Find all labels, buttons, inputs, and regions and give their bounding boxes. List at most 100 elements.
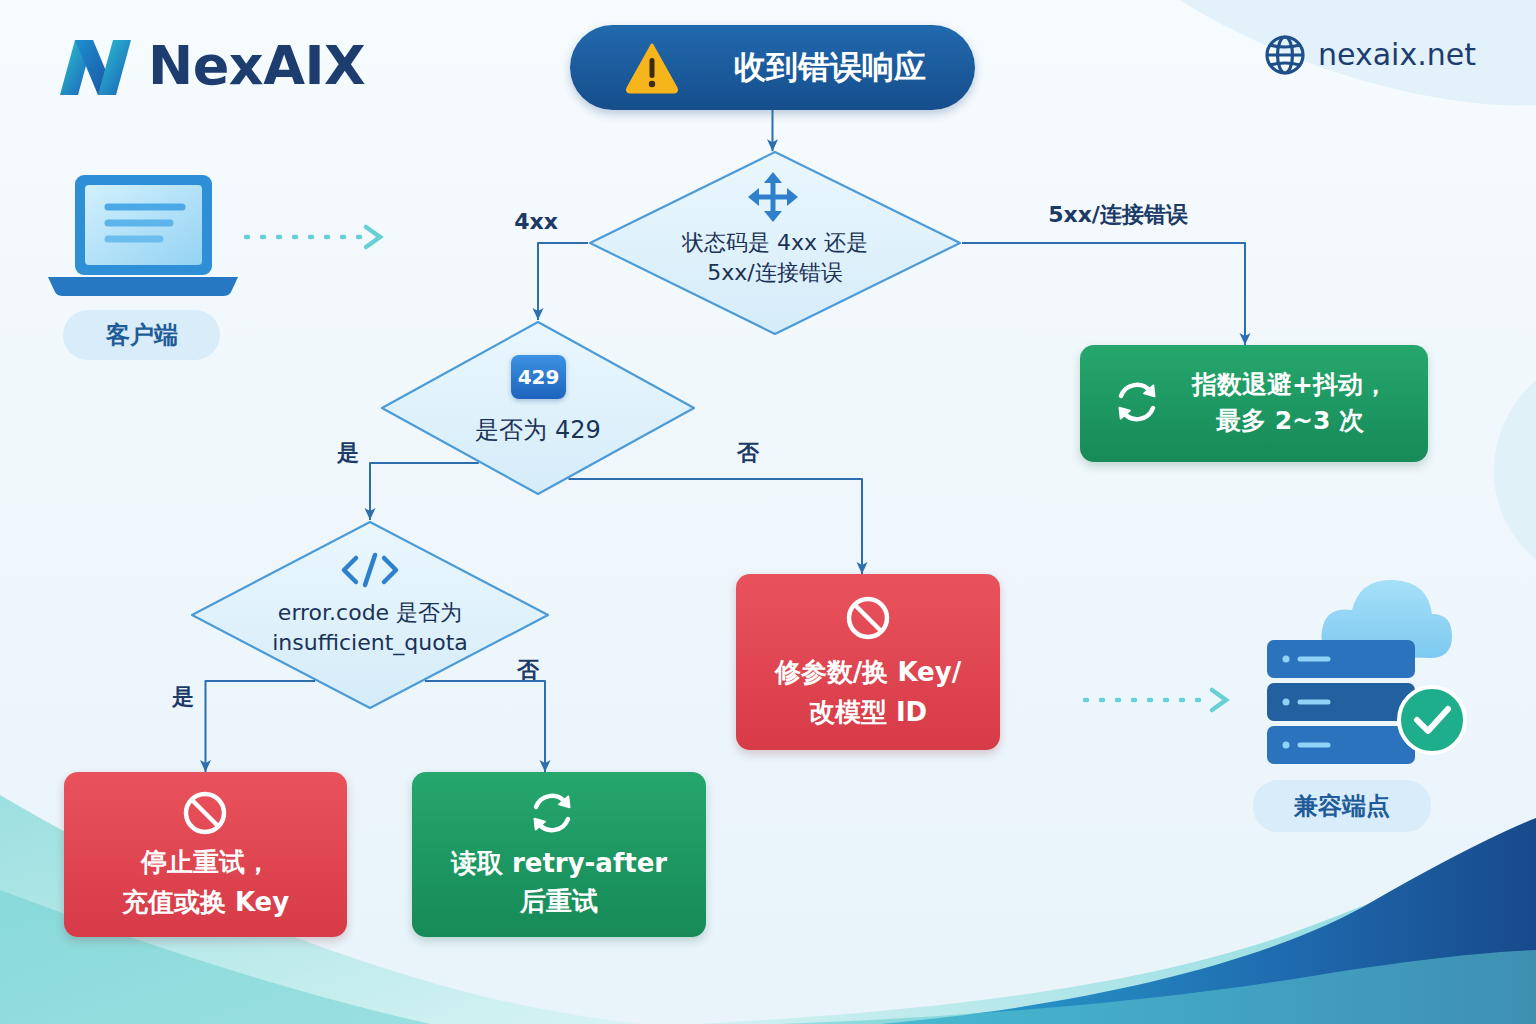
globe-icon (1270, 63, 1300, 65)
move-icon (764, 172, 782, 183)
node-text: error.code 是否为 insufficient_quota (265, 598, 475, 658)
server-illustration (1283, 699, 1290, 706)
node-text: 读取 retry-after 后重试 (443, 844, 675, 920)
dotted-arrow (366, 227, 380, 247)
decision-diamond: error.code 是否为 insufficient_quota (190, 520, 550, 710)
move-icon (755, 195, 791, 200)
node-text: 状态码是 4xx 还是 5xx/连接错误 (678, 228, 873, 288)
node-text: 是否为 429 (438, 415, 638, 445)
ban-icon (186, 794, 224, 832)
laptop-illustration (48, 175, 238, 296)
move-icon (748, 172, 798, 222)
flow-arrow (206, 681, 316, 772)
laptop-illustration (108, 220, 170, 227)
move-icon (764, 211, 782, 222)
edge-label: 是 (337, 442, 359, 464)
refresh-icon (1124, 408, 1153, 419)
retry-box: 指数退避+抖动， 最多 2~3 次 (1080, 345, 1428, 462)
stop-box: 停止重试， 充值或换 Key (64, 772, 347, 937)
refresh-icon (1144, 386, 1154, 397)
edge-label: 否 (517, 659, 539, 681)
refresh-icon (1120, 385, 1155, 419)
node-text: 兼容端点 (1253, 780, 1431, 832)
logo-mark (98, 40, 131, 95)
warning-icon (627, 45, 676, 92)
laptop-illustration (85, 185, 202, 265)
ban-icon (186, 794, 224, 832)
flow-arrow (538, 243, 588, 320)
refresh-icon (536, 796, 565, 807)
flow-arrow (370, 463, 479, 520)
edge-label: 是 (172, 686, 194, 708)
ban-icon (855, 605, 882, 632)
server-illustration (1267, 726, 1415, 764)
warning-icon (650, 58, 655, 78)
ban-icon (192, 800, 219, 827)
diamond-outline (380, 320, 696, 496)
laptop-illustration (108, 236, 160, 243)
refresh-icon (539, 819, 568, 830)
node-text: 修参数/换 Key/ 改模型 ID (766, 652, 971, 732)
server-illustration (1300, 743, 1328, 748)
node-text: 停止重试， 充值或换 Key (117, 842, 295, 922)
server-illustration (1283, 656, 1290, 663)
code-icon (344, 555, 396, 585)
flow-arrow (772, 110, 774, 151)
client-tag: 客户端 (63, 310, 220, 360)
website-url: nexaix.net (1318, 40, 1476, 70)
refresh-icon (535, 796, 570, 830)
logo-mark (60, 40, 131, 95)
server-illustration (1417, 709, 1448, 731)
move-icon (771, 179, 776, 215)
server-illustration (1300, 700, 1328, 705)
connector-group (206, 110, 1246, 772)
laptop-illustration (75, 175, 212, 275)
ban-icon (849, 599, 887, 637)
dotted-arrow (1212, 690, 1226, 710)
edge-label: 4xx (514, 211, 558, 233)
server-illustration (1283, 742, 1290, 749)
server-illustration (1399, 687, 1465, 753)
ban-icon (849, 599, 887, 637)
move-icon (748, 188, 759, 206)
decor-wave (780, 950, 1536, 1024)
retry-box: 读取 retry-after 后重试 (412, 772, 706, 937)
flow-arrow (962, 243, 1245, 345)
globe-icon (1267, 37, 1303, 73)
node-text: 收到错误响应 (698, 25, 962, 110)
diamond-shape (382, 322, 694, 494)
server-illustration (1267, 640, 1415, 678)
laptop-illustration (48, 277, 238, 296)
move-icon (787, 188, 798, 206)
server-illustration (1267, 580, 1465, 764)
stop-box: 修参数/换 Key/ 改模型 ID (736, 574, 1000, 750)
refresh-icon (535, 819, 545, 830)
diamond-shape (590, 152, 960, 334)
start-terminal: 收到错误响应 (570, 25, 975, 110)
refresh-icon (559, 797, 569, 808)
flow-arrow (425, 681, 545, 772)
dotted-arrow (1085, 690, 1226, 710)
code-icon (365, 555, 375, 585)
server-illustration (1267, 683, 1415, 721)
decision-diamond: 状态码是 4xx 还是 5xx/连接错误 (588, 150, 962, 336)
laptop-illustration (108, 204, 182, 211)
code-icon (384, 558, 396, 582)
endpoint-tag: 兼容端点 (1253, 780, 1431, 832)
edge-label: 否 (737, 442, 759, 464)
node-text: 指数退避+抖动， 最多 2~3 次 (1185, 367, 1395, 439)
dotted-arrow (1085, 698, 1212, 703)
globe-icon (1270, 45, 1300, 47)
dotted-arrow (246, 235, 368, 240)
warning-icon (627, 45, 676, 92)
refresh-icon (1120, 408, 1130, 419)
edge-label: 5xx/连接错误 (1048, 204, 1188, 226)
globe-icon (1267, 37, 1303, 73)
dotted-arrow (246, 227, 380, 247)
number-badge: 429 (511, 355, 566, 399)
diamond-shape (192, 522, 548, 708)
